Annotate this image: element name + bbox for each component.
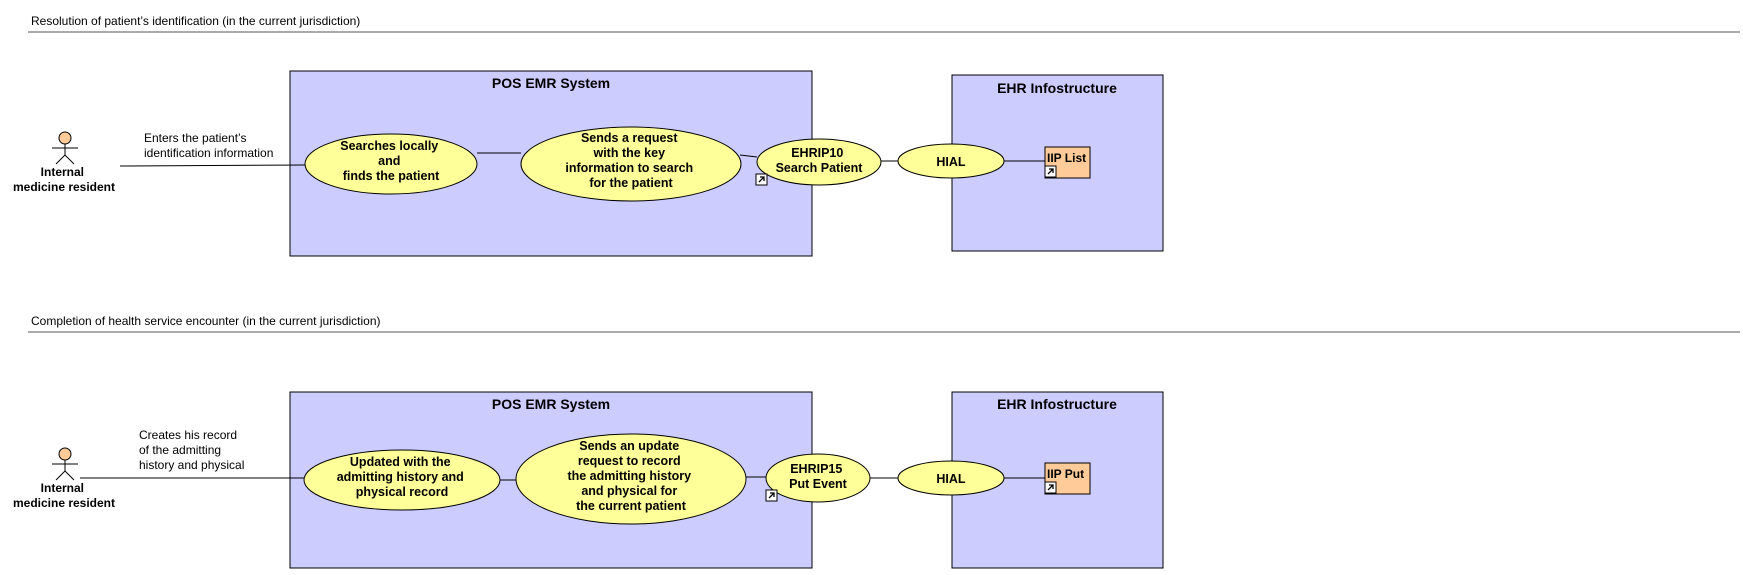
artifact-iip-list-label: IIP List bbox=[1047, 151, 1086, 165]
usecase-send-update[interactable] bbox=[515, 433, 747, 525]
connector-note: Creates his record of the admitting hist… bbox=[139, 428, 244, 472]
shortcut-arrow-icon[interactable] bbox=[765, 489, 778, 502]
actor-stick-figure-icon bbox=[52, 131, 78, 165]
artifact-iip-put-label: IIP Put bbox=[1047, 467, 1084, 481]
shortcut-arrow-icon[interactable] bbox=[755, 173, 768, 186]
interaction-ehrip10-label: EHRIP10 Search Patient bbox=[776, 146, 864, 175]
actor-label: Internal medicine resident bbox=[13, 165, 115, 194]
usecase-updated-record[interactable] bbox=[303, 449, 501, 511]
hial-label: HIAL bbox=[936, 155, 966, 169]
ehr-infostructure-title: EHR Infostructure bbox=[997, 80, 1117, 96]
hial-node[interactable] bbox=[897, 143, 1005, 179]
artifact-iip-put[interactable] bbox=[1044, 462, 1091, 495]
usecase-send-update-label: Sends an update request to record the ad… bbox=[567, 439, 694, 513]
usecase-send-request[interactable] bbox=[520, 126, 742, 202]
interaction-ehrip15-label: EHRIP15 Put Event bbox=[789, 462, 847, 491]
ehr-infostructure-title: EHR Infostructure bbox=[997, 396, 1117, 412]
usecase-search-locally-label: Searches locally and finds the patient bbox=[340, 139, 441, 183]
interaction-ehrip10[interactable] bbox=[756, 138, 882, 186]
usecase-search-locally[interactable] bbox=[304, 133, 478, 195]
section-identification: Resolution of patient’s identification (… bbox=[13, 14, 1740, 257]
shortcut-arrow-icon[interactable] bbox=[1044, 481, 1057, 494]
usecase-updated-record-label: Updated with the admitting history and p… bbox=[337, 455, 468, 499]
interaction-ehrip15[interactable] bbox=[765, 453, 871, 503]
pos-emr-system-title: POS EMR System bbox=[492, 396, 610, 412]
section-encounter: Completion of health service encounter (… bbox=[13, 314, 1740, 569]
pos-emr-system-title: POS EMR System bbox=[492, 75, 610, 91]
shortcut-arrow-icon[interactable] bbox=[1044, 165, 1057, 178]
connector-note: Enters the patient’s identification info… bbox=[144, 131, 273, 160]
actor-stick-figure-icon bbox=[52, 447, 78, 481]
section-title: Resolution of patient’s identification (… bbox=[31, 14, 360, 28]
hial-node[interactable] bbox=[897, 460, 1005, 496]
actor-connector bbox=[119, 164, 306, 167]
usecase-send-request-label: Sends a request with the key information… bbox=[565, 131, 696, 190]
hial-label: HIAL bbox=[936, 472, 966, 486]
request-connector bbox=[739, 154, 758, 158]
actor-label: Internal medicine resident bbox=[13, 481, 115, 510]
section-title: Completion of health service encounter (… bbox=[31, 314, 381, 328]
